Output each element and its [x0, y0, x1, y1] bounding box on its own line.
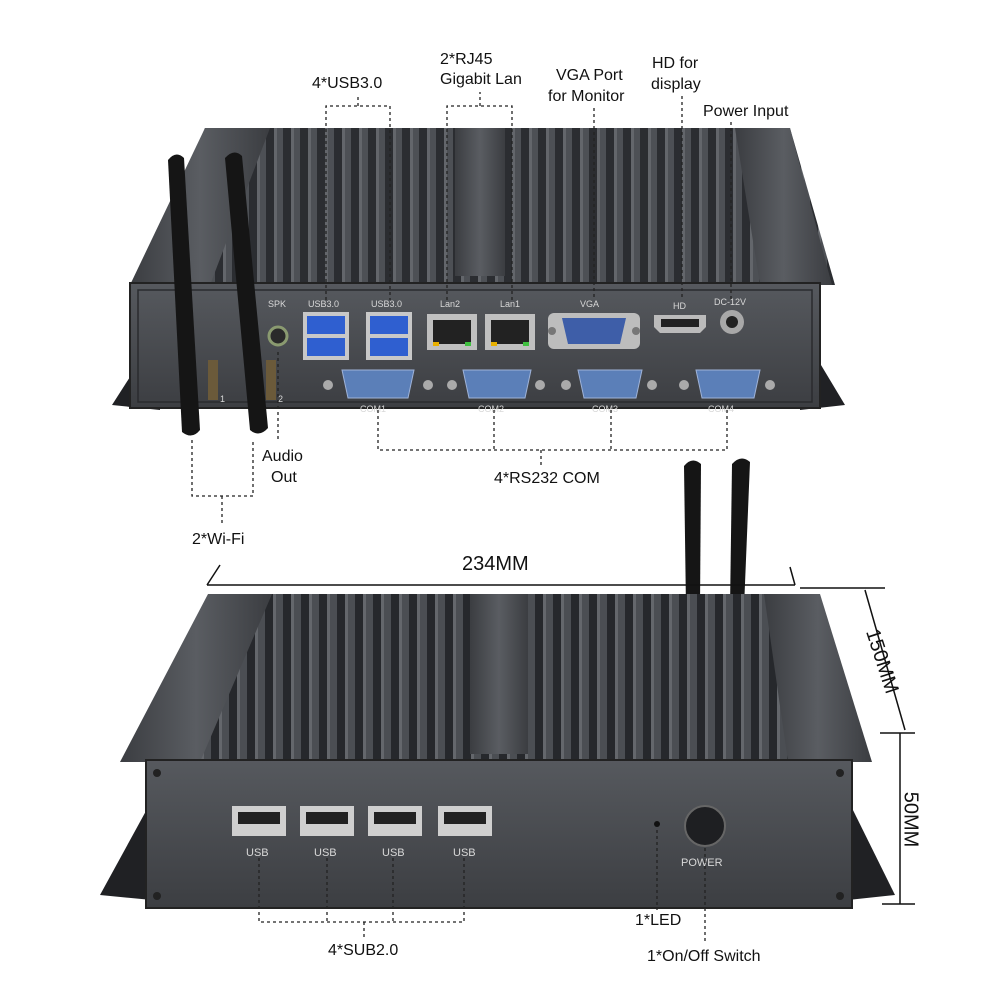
usb2-label-4: USB	[453, 847, 476, 859]
com-ports	[323, 369, 775, 399]
usb3-stack-b	[366, 312, 412, 360]
usb3-callout: 4*USB3.0	[312, 75, 383, 92]
led-callout: 1*LED	[635, 912, 682, 929]
antenna-2	[225, 152, 268, 434]
usb3-stack-a	[303, 312, 349, 360]
vga-callout-line2: for Monitor	[548, 88, 625, 105]
usb2-port-3	[368, 806, 422, 836]
antenna-rear-1	[684, 460, 701, 608]
power-label: POWER	[681, 857, 723, 869]
usb2-port-4	[438, 806, 492, 836]
usb2-label-2: USB	[314, 847, 337, 859]
antenna2-label: 2	[278, 394, 283, 404]
com3-label: COM3	[592, 404, 618, 414]
antenna-rear-2	[730, 458, 750, 608]
usb2-callout: 4*SUB2.0	[328, 942, 399, 959]
lan1-label: Lan1	[500, 299, 520, 309]
vga-callout-line1: VGA Port	[556, 67, 623, 84]
com2-port	[447, 369, 545, 399]
dimension-lines	[206, 564, 915, 905]
wifi-antennas	[168, 152, 276, 436]
usb2-label-3: USB	[382, 847, 405, 859]
spk-label: SPK	[268, 299, 286, 309]
com1-port	[323, 369, 433, 399]
audio-callout-line1: Audio	[262, 448, 303, 465]
rs232-callout: 4*RS232 COM	[494, 470, 600, 487]
power-switch[interactable]	[684, 805, 726, 847]
hd-port	[654, 315, 706, 333]
antenna-1	[168, 154, 200, 436]
usb2-label-1: USB	[246, 847, 269, 859]
back-callout-lines	[191, 92, 732, 524]
lan1-port	[485, 314, 535, 350]
dc-label: DC-12V	[714, 297, 746, 307]
usb3-label-b: USB3.0	[371, 299, 402, 309]
back-unit: SPK USB3.0 USB3.0 Lan2 Lan1 VGA HD DC-12…	[112, 92, 845, 524]
rj45-callout-line1: 2*RJ45	[440, 51, 493, 68]
vga-port	[548, 313, 640, 349]
usb2-ports	[232, 806, 492, 836]
hd-callout-line1: HD for	[652, 55, 699, 72]
com3-port	[561, 369, 657, 399]
com2-label: COM2	[478, 404, 504, 414]
rj45-callout-line2: Gigabit Lan	[440, 71, 522, 88]
corner-block-right	[735, 128, 832, 285]
lan2-port	[427, 314, 477, 350]
audio-jack	[267, 325, 289, 347]
power-input-callout: Power Input	[703, 103, 789, 120]
lan2-label: Lan2	[440, 299, 460, 309]
height-dimension: 50MM	[899, 791, 922, 848]
hd-callout-line2: display	[651, 76, 701, 93]
switch-callout: 1*On/Off Switch	[647, 948, 761, 965]
com4-label: COM4	[708, 404, 734, 414]
hd-label: HD	[673, 301, 686, 311]
usb3-label-a: USB3.0	[308, 299, 339, 309]
vga-label: VGA	[580, 299, 599, 309]
front-callout-lines	[258, 830, 706, 944]
com1-label: COM1	[360, 404, 386, 414]
antenna1-label: 1	[220, 394, 225, 404]
usb2-port-1	[232, 806, 286, 836]
audio-callout-line2: Out	[271, 469, 297, 486]
led-indicator	[654, 821, 660, 827]
wifi-callout: 2*Wi-Fi	[192, 531, 245, 548]
usb2-port-2	[300, 806, 354, 836]
com4-port	[679, 369, 775, 399]
width-dimension: 234MM	[462, 553, 529, 575]
center-block	[455, 128, 505, 276]
front-unit: USB USB USB USB POWER	[100, 458, 915, 944]
